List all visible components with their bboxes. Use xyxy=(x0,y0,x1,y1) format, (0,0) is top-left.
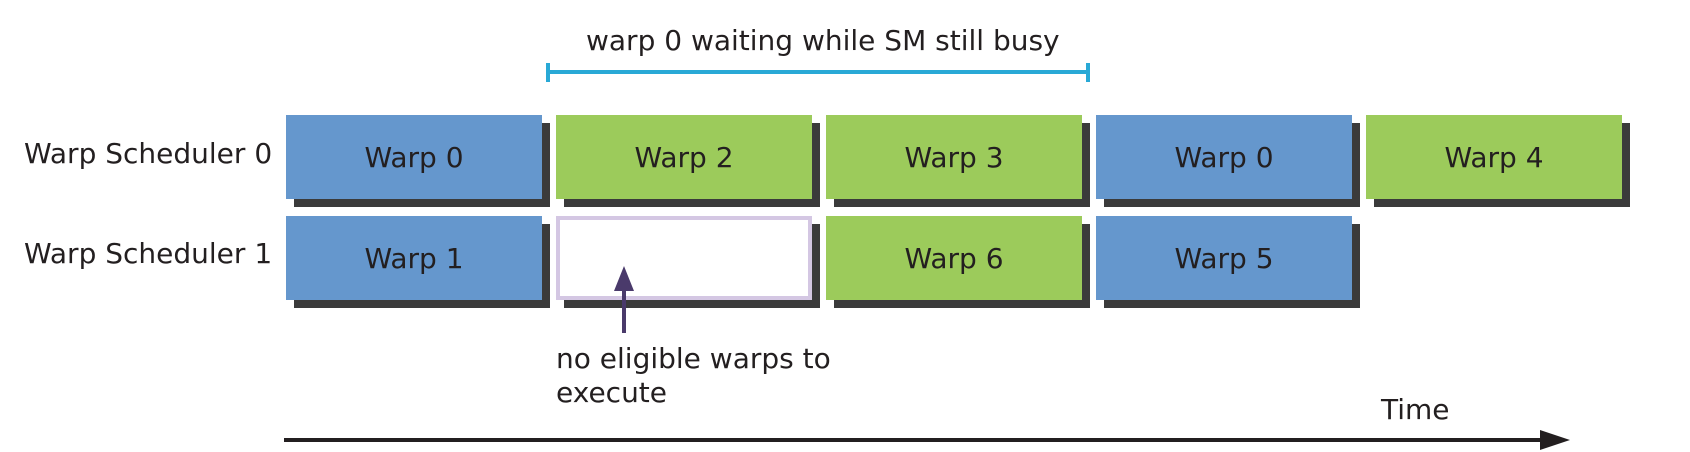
warp-block-label xyxy=(556,216,812,300)
warp-block: Warp 4 xyxy=(1366,115,1630,207)
idle-slot xyxy=(556,216,820,308)
warp-block-label: Warp 0 xyxy=(286,115,542,199)
bracket-label: warp 0 waiting while SM still busy xyxy=(586,24,1060,57)
warp-block: Warp 3 xyxy=(826,115,1090,207)
warp-block-label: Warp 2 xyxy=(556,115,812,199)
time-axis xyxy=(284,430,1570,450)
warp-block: Warp 0 xyxy=(286,115,550,207)
warp-block-label: Warp 0 xyxy=(1096,115,1352,199)
warp-block-label: Warp 5 xyxy=(1096,216,1352,300)
row-label-scheduler-0: Warp Scheduler 0 xyxy=(24,137,273,170)
idle-arrow-head xyxy=(614,266,634,291)
row-label-scheduler-1: Warp Scheduler 1 xyxy=(24,237,273,270)
waiting-bracket xyxy=(546,63,1090,82)
warp-block-label: Warp 6 xyxy=(826,216,1082,300)
warp-block: Warp 2 xyxy=(556,115,820,207)
warp-block-label: Warp 1 xyxy=(286,216,542,300)
warp-block: Warp 1 xyxy=(286,216,550,308)
time-axis-label: Time xyxy=(1381,393,1450,426)
warp-block: Warp 6 xyxy=(826,216,1090,308)
warp-block: Warp 0 xyxy=(1096,115,1360,207)
warp-block: Warp 5 xyxy=(1096,216,1360,308)
idle-note-line-2: execute xyxy=(556,376,668,409)
warp-block-label: Warp 3 xyxy=(826,115,1082,199)
time-axis-arrowhead xyxy=(1540,430,1570,450)
idle-pointer-arrow xyxy=(614,266,634,333)
warp-block-label: Warp 4 xyxy=(1366,115,1622,199)
idle-note-line-1: no eligible warps to xyxy=(556,342,831,375)
